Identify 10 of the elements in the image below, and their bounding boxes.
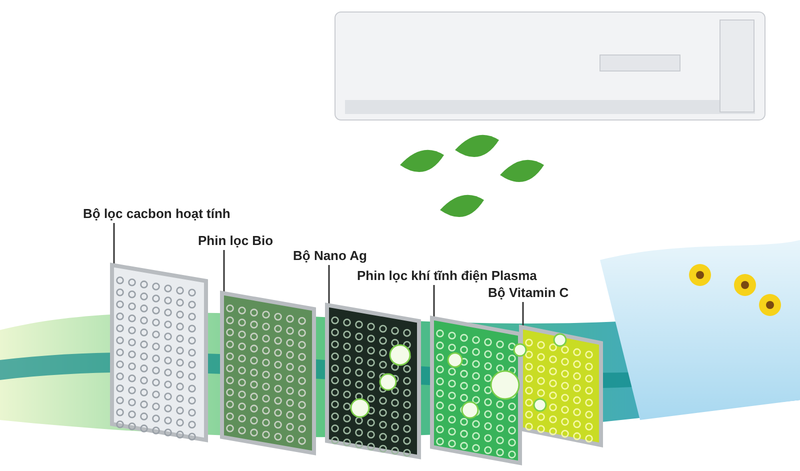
filter-label: Bộ Vitamin C [488, 285, 569, 301]
filter-label: Phin lọc khí tĩnh điện Plasma [357, 268, 537, 284]
filter-label: Bộ lọc cacbon hoạt tính [83, 206, 230, 222]
leader-line [433, 285, 435, 319]
filter-label: Phin lọc Bio [198, 233, 274, 249]
leader-line [113, 223, 115, 266]
filter-label: Bộ Nano Ag [293, 248, 367, 264]
leader-line [522, 302, 524, 328]
leader-line [223, 250, 225, 294]
leader-line [328, 265, 330, 306]
